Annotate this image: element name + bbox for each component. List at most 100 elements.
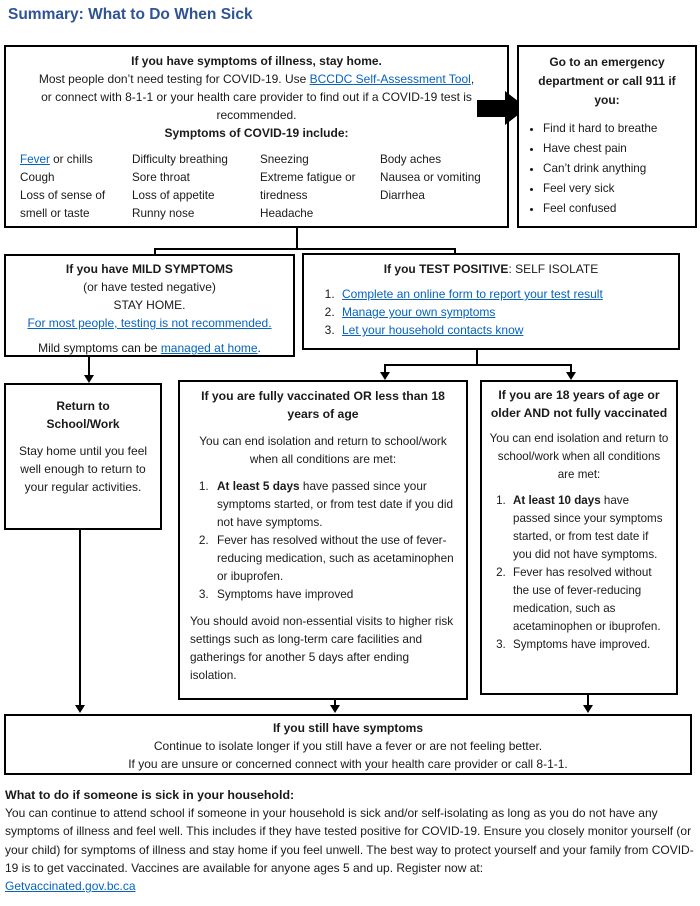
connector-line [384, 364, 572, 366]
stay-home-text: STAY HOME. [113, 298, 186, 312]
list-item: Let your household contacts know [338, 321, 678, 339]
vaccinated-conditions: At least 5 days have passed since your s… [190, 477, 456, 603]
manage-own-symptoms-link[interactable]: Manage your own symptoms [342, 305, 496, 319]
symptom-column-1: Fever or chills Cough Loss of sense of s… [20, 151, 132, 223]
symptom-item: Body aches [380, 153, 442, 166]
symptom-item: Loss of appetite [132, 189, 215, 202]
connector-line [79, 530, 81, 706]
still-symptoms-heading: If you still have symptoms [272, 721, 424, 735]
symptom-item: Extreme fatigue or tiredness [260, 171, 356, 202]
unvaccinated-heading: If you are 18 years of age or older AND … [490, 388, 668, 420]
managed-at-home-link[interactable]: managed at home [160, 341, 258, 355]
still-symptoms-box: If you still have symptoms Continue to i… [4, 714, 692, 775]
not-fully-vaccinated-box: If you are 18 years of age or older AND … [480, 380, 678, 695]
test-positive-box: If you TEST POSITIVE: SELF ISOLATE Compl… [302, 253, 680, 350]
down-arrowhead-icon [330, 705, 340, 713]
connector-line [384, 364, 386, 374]
symptom-item: Nausea or vomiting [380, 171, 481, 184]
emergency-bullet: Feel very sick [543, 180, 695, 197]
emergency-box: Go to an emergency department or call 91… [517, 45, 697, 228]
fully-vaccinated-box: If you are fully vaccinated OR less than… [178, 380, 468, 700]
connector-line [334, 700, 336, 707]
down-arrowhead-icon [75, 705, 85, 713]
symptom-column-4: Body aches Nausea or vomiting Diarrhea [380, 151, 490, 223]
symptom-item: Cough [20, 171, 55, 184]
fever-link[interactable]: Fever [20, 153, 50, 166]
list-item: Symptoms have improved [212, 585, 456, 603]
connector-line [454, 248, 456, 255]
getvaccinated-link[interactable]: Getvaccinated.gov.bc.ca [5, 879, 136, 894]
emergency-bullet: Feel confused [543, 200, 695, 217]
condition-text: have passed since your symptoms started,… [513, 494, 663, 561]
symptom-column-3: Sneezing Extreme fatigue or tiredness He… [260, 151, 380, 223]
managed-post-text: . [257, 341, 261, 355]
connector-line [88, 357, 90, 375]
mild-symptoms-box: If you have MILD SYMPTOMS (or have teste… [4, 254, 295, 357]
symptom-item: Loss of sense of smell or taste [20, 189, 106, 220]
emergency-bullet: Find it hard to breathe [543, 120, 695, 137]
symptom-item: Difficulty breathing [132, 153, 228, 166]
connector-line [154, 248, 156, 256]
emergency-block-arrow-icon [477, 100, 505, 117]
list-item: Fever has resolved without the use of fe… [212, 531, 456, 585]
list-item: At least 10 days have passed since your … [509, 492, 669, 564]
down-arrowhead-icon [583, 705, 593, 713]
days-bold-text: At least 5 days [217, 479, 300, 493]
emergency-bullet: Can’t drink anything [543, 160, 695, 177]
connector-line [296, 228, 298, 250]
managed-at-home-line: Mild symptoms can be managed at home. [6, 339, 293, 357]
symptom-item: Runny nose [132, 207, 195, 220]
down-arrowhead-icon [566, 372, 576, 380]
emergency-bullet: Have chest pain [543, 140, 695, 157]
report-test-result-link[interactable]: Complete an online form to report your t… [342, 287, 603, 301]
still-symptoms-line1: Continue to isolate longer if you still … [153, 739, 543, 753]
testing-not-recommended-line: For most people, testing is not recommen… [6, 314, 293, 332]
days-bold-text: At least 10 days [513, 494, 601, 507]
connector-line [587, 695, 589, 707]
intro-pre-text: Most people don’t need testing for COVID… [38, 72, 310, 86]
symptom-column-2: Difficulty breathing Sore throat Loss of… [132, 151, 260, 223]
household-body: You can continue to attend school if som… [5, 806, 694, 875]
test-positive-heading: If you TEST POSITIVE: SELF ISOLATE [304, 260, 678, 278]
return-to-school-box: Return to School/Work Stay home until yo… [4, 383, 162, 530]
return-heading-line1: Return to [56, 399, 110, 413]
testing-intro-text: Most people don’t need testing for COVID… [6, 70, 507, 124]
symptom-item: Sore throat [132, 171, 190, 184]
testing-not-recommended-link[interactable]: For most people, testing is not recommen… [27, 316, 272, 330]
down-arrowhead-icon [380, 372, 390, 380]
emergency-heading: Go to an emergency department or call 91… [538, 55, 676, 107]
getvaccinated-line: Getvaccinated.gov.bc.ca [5, 877, 697, 895]
household-heading: What to do if someone is sick in your ho… [5, 788, 295, 802]
managed-pre-text: Mild symptoms can be [38, 341, 161, 355]
connector-line [570, 364, 572, 374]
symptom-item: Fever or chills [20, 151, 132, 169]
connector-line [154, 248, 456, 250]
connector-line [476, 350, 478, 366]
mild-heading: If you have MILD SYMPTOMS [65, 262, 234, 276]
return-heading-line2: School/Work [46, 417, 120, 431]
test-positive-heading-bold: If you TEST POSITIVE [383, 262, 509, 276]
symptom-item: Sneezing [260, 153, 309, 166]
vaccinated-outro: You should avoid non-essential visits to… [190, 614, 454, 682]
list-item: Manage your own symptoms [338, 303, 678, 321]
list-item: Symptoms have improved. [509, 636, 669, 654]
symptoms-stay-home-box: If you have symptoms of illness, stay ho… [4, 45, 509, 228]
stay-home-heading: If you have symptoms of illness, stay ho… [131, 54, 382, 68]
household-contacts-link[interactable]: Let your household contacts know [342, 323, 524, 337]
symptom-item: Headache [260, 207, 314, 220]
list-item: Fever has resolved without the use of fe… [509, 564, 669, 636]
unvaccinated-conditions: At least 10 days have passed since your … [489, 492, 669, 654]
tested-negative-text: (or have tested negative) [83, 280, 216, 294]
page-title: Summary: What to Do When Sick [8, 6, 253, 23]
symptom-grid: Fever or chills Cough Loss of sense of s… [6, 151, 507, 223]
symptoms-include-heading: Symptoms of COVID-19 include: [164, 126, 349, 140]
test-positive-heading-rest: : SELF ISOLATE [508, 262, 599, 276]
vaccinated-heading: If you are fully vaccinated OR less than… [201, 389, 445, 421]
symptom-item: Diarrhea [380, 189, 425, 202]
intro-post-text: , or connect with 8-1-1 or your health c… [41, 72, 475, 122]
list-item: At least 5 days have passed since your s… [212, 477, 456, 531]
still-symptoms-line2: If you are unsure or concerned connect w… [128, 757, 568, 771]
fever-rest-text: or chills [49, 153, 93, 166]
bccdc-self-assessment-link[interactable]: BCCDC Self-Assessment Tool [309, 72, 471, 86]
